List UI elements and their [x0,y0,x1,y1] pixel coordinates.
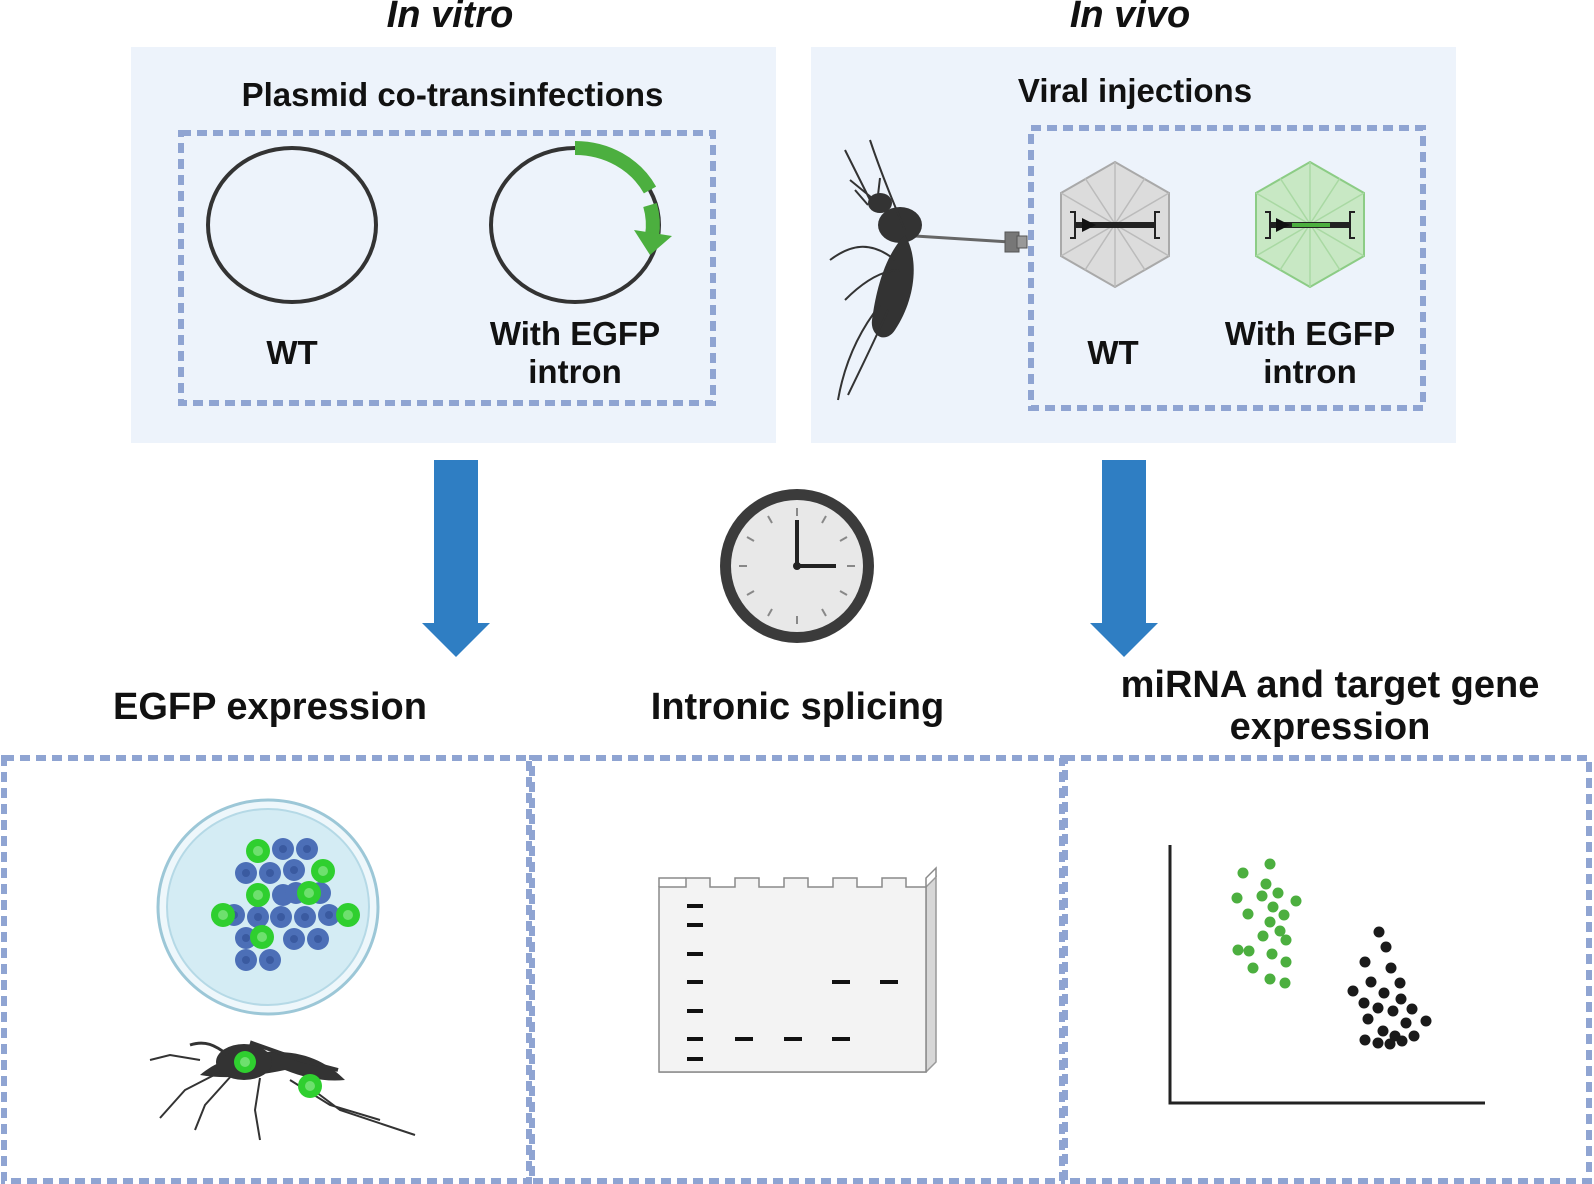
mirna-title-line1: miRNA and target gene [1120,664,1540,706]
viral-egfp-label-line1: With EGFP [1224,315,1396,352]
plasmid-wt-icon [206,146,378,304]
in-vitro-header: In vitro [386,0,514,36]
plasmid-egfp-label-line2: intron [528,353,622,390]
plasmid-dashed-box [178,130,716,406]
down-arrow-right [1090,460,1158,657]
scatter-plot-icon [1168,845,1485,1105]
mosquito-injection-icon [829,139,1028,401]
plasmid-egfp-label-line1: With EGFP [489,315,661,352]
in-vivo-header: In vivo [1069,0,1191,36]
viral-title: Viral injections [1017,72,1253,109]
in-vitro-panel [131,47,776,443]
scatter-black-points [1347,926,1432,1050]
plasmid-wt-label: WT [266,334,318,371]
petri-dish-icon [156,798,380,1016]
intronic-splicing-title: Intronic splicing [650,686,945,728]
plasmid-title: Plasmid co-transinfections [241,76,664,113]
plasmid-egfp-icon [489,140,672,304]
gel-icon [658,866,937,1073]
virus-wt-icon [1060,160,1170,289]
mosquito-egfp-icon [149,1040,416,1141]
mirna-title-line2: expression [1229,706,1431,748]
egfp-expression-box [1,755,532,1184]
viral-wt-label: WT [1087,334,1139,371]
scatter-green-points [1231,858,1302,989]
virus-egfp-icon [1255,160,1365,289]
clock-icon [720,489,874,643]
egfp-expression-title: EGFP expression [113,686,427,728]
viral-dashed-box [1028,125,1426,411]
viral-egfp-label-line2: intron [1263,353,1357,390]
mirna-box [1062,755,1592,1184]
down-arrow-left [422,460,490,657]
